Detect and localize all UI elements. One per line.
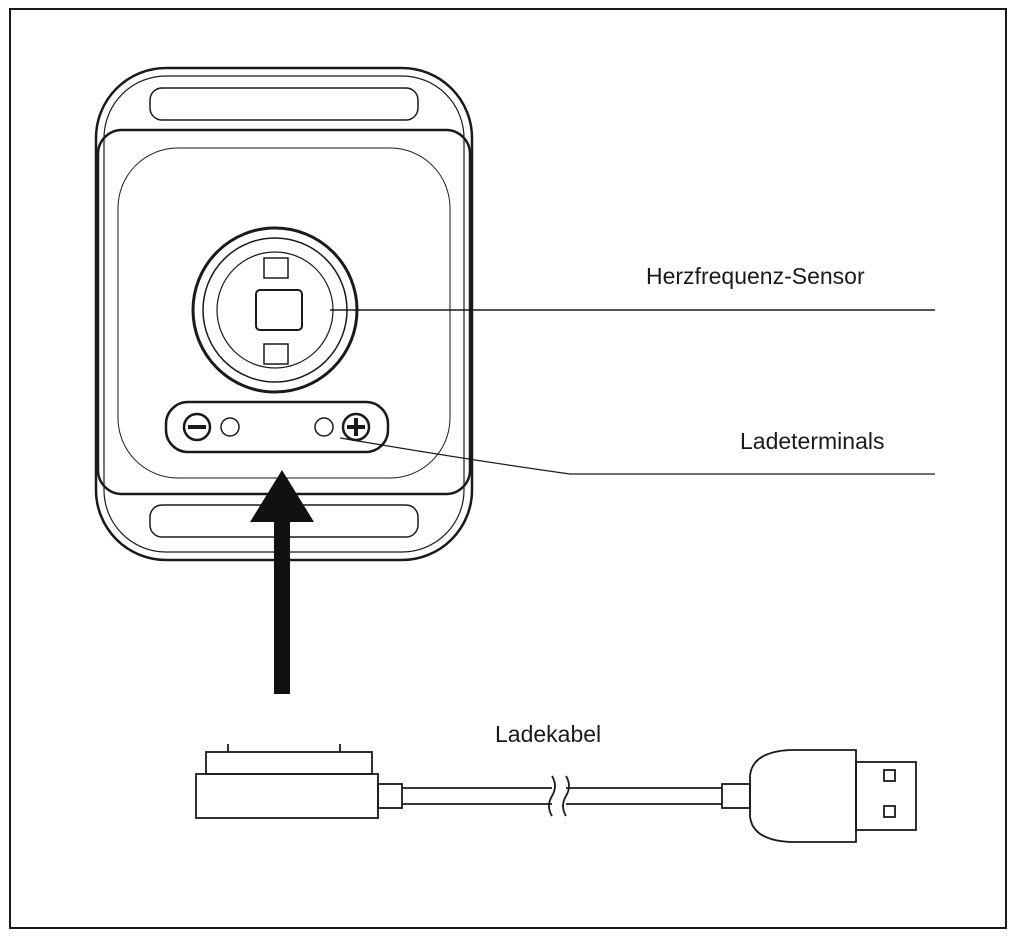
usb-hole-bottom xyxy=(883,805,896,818)
watch-body-inner-curve xyxy=(117,147,451,479)
connector-body xyxy=(195,773,379,819)
watch-main-body xyxy=(96,128,472,496)
cable-break-left xyxy=(548,775,556,817)
sensor-led-bottom xyxy=(263,343,289,365)
arrow-head xyxy=(250,470,314,522)
sensor-middle-ring xyxy=(202,237,348,383)
plus-terminal xyxy=(341,412,371,442)
charging-terminals-label: Ladeterminals xyxy=(740,428,885,454)
cable-break-right xyxy=(562,775,570,817)
terminal-pin-right xyxy=(314,417,334,437)
usb-hole-top xyxy=(883,769,896,782)
terminal-pin-left xyxy=(220,417,240,437)
sensor-inner-ring xyxy=(216,251,334,369)
terminal-plate xyxy=(164,400,390,454)
charging-cable-illustration xyxy=(195,744,917,843)
heart-rate-sensor-label: Herzfrequenz-Sensor xyxy=(646,263,865,289)
top-strap-slot xyxy=(149,87,419,121)
sensor-center-window xyxy=(255,289,303,331)
charging-cable-label: Ladekabel xyxy=(495,721,602,747)
diagram-border xyxy=(9,8,1007,929)
connector-top xyxy=(205,751,373,775)
arrow-shaft xyxy=(274,518,290,694)
sensor-led-top xyxy=(263,257,289,279)
usb-housing xyxy=(749,749,857,843)
minus-terminal xyxy=(182,412,212,442)
usb-collar xyxy=(721,783,751,809)
terminal-leader-line xyxy=(339,437,935,475)
usb-plug xyxy=(855,761,917,831)
connector-collar xyxy=(377,783,403,809)
upward-arrow-icon xyxy=(250,470,314,694)
